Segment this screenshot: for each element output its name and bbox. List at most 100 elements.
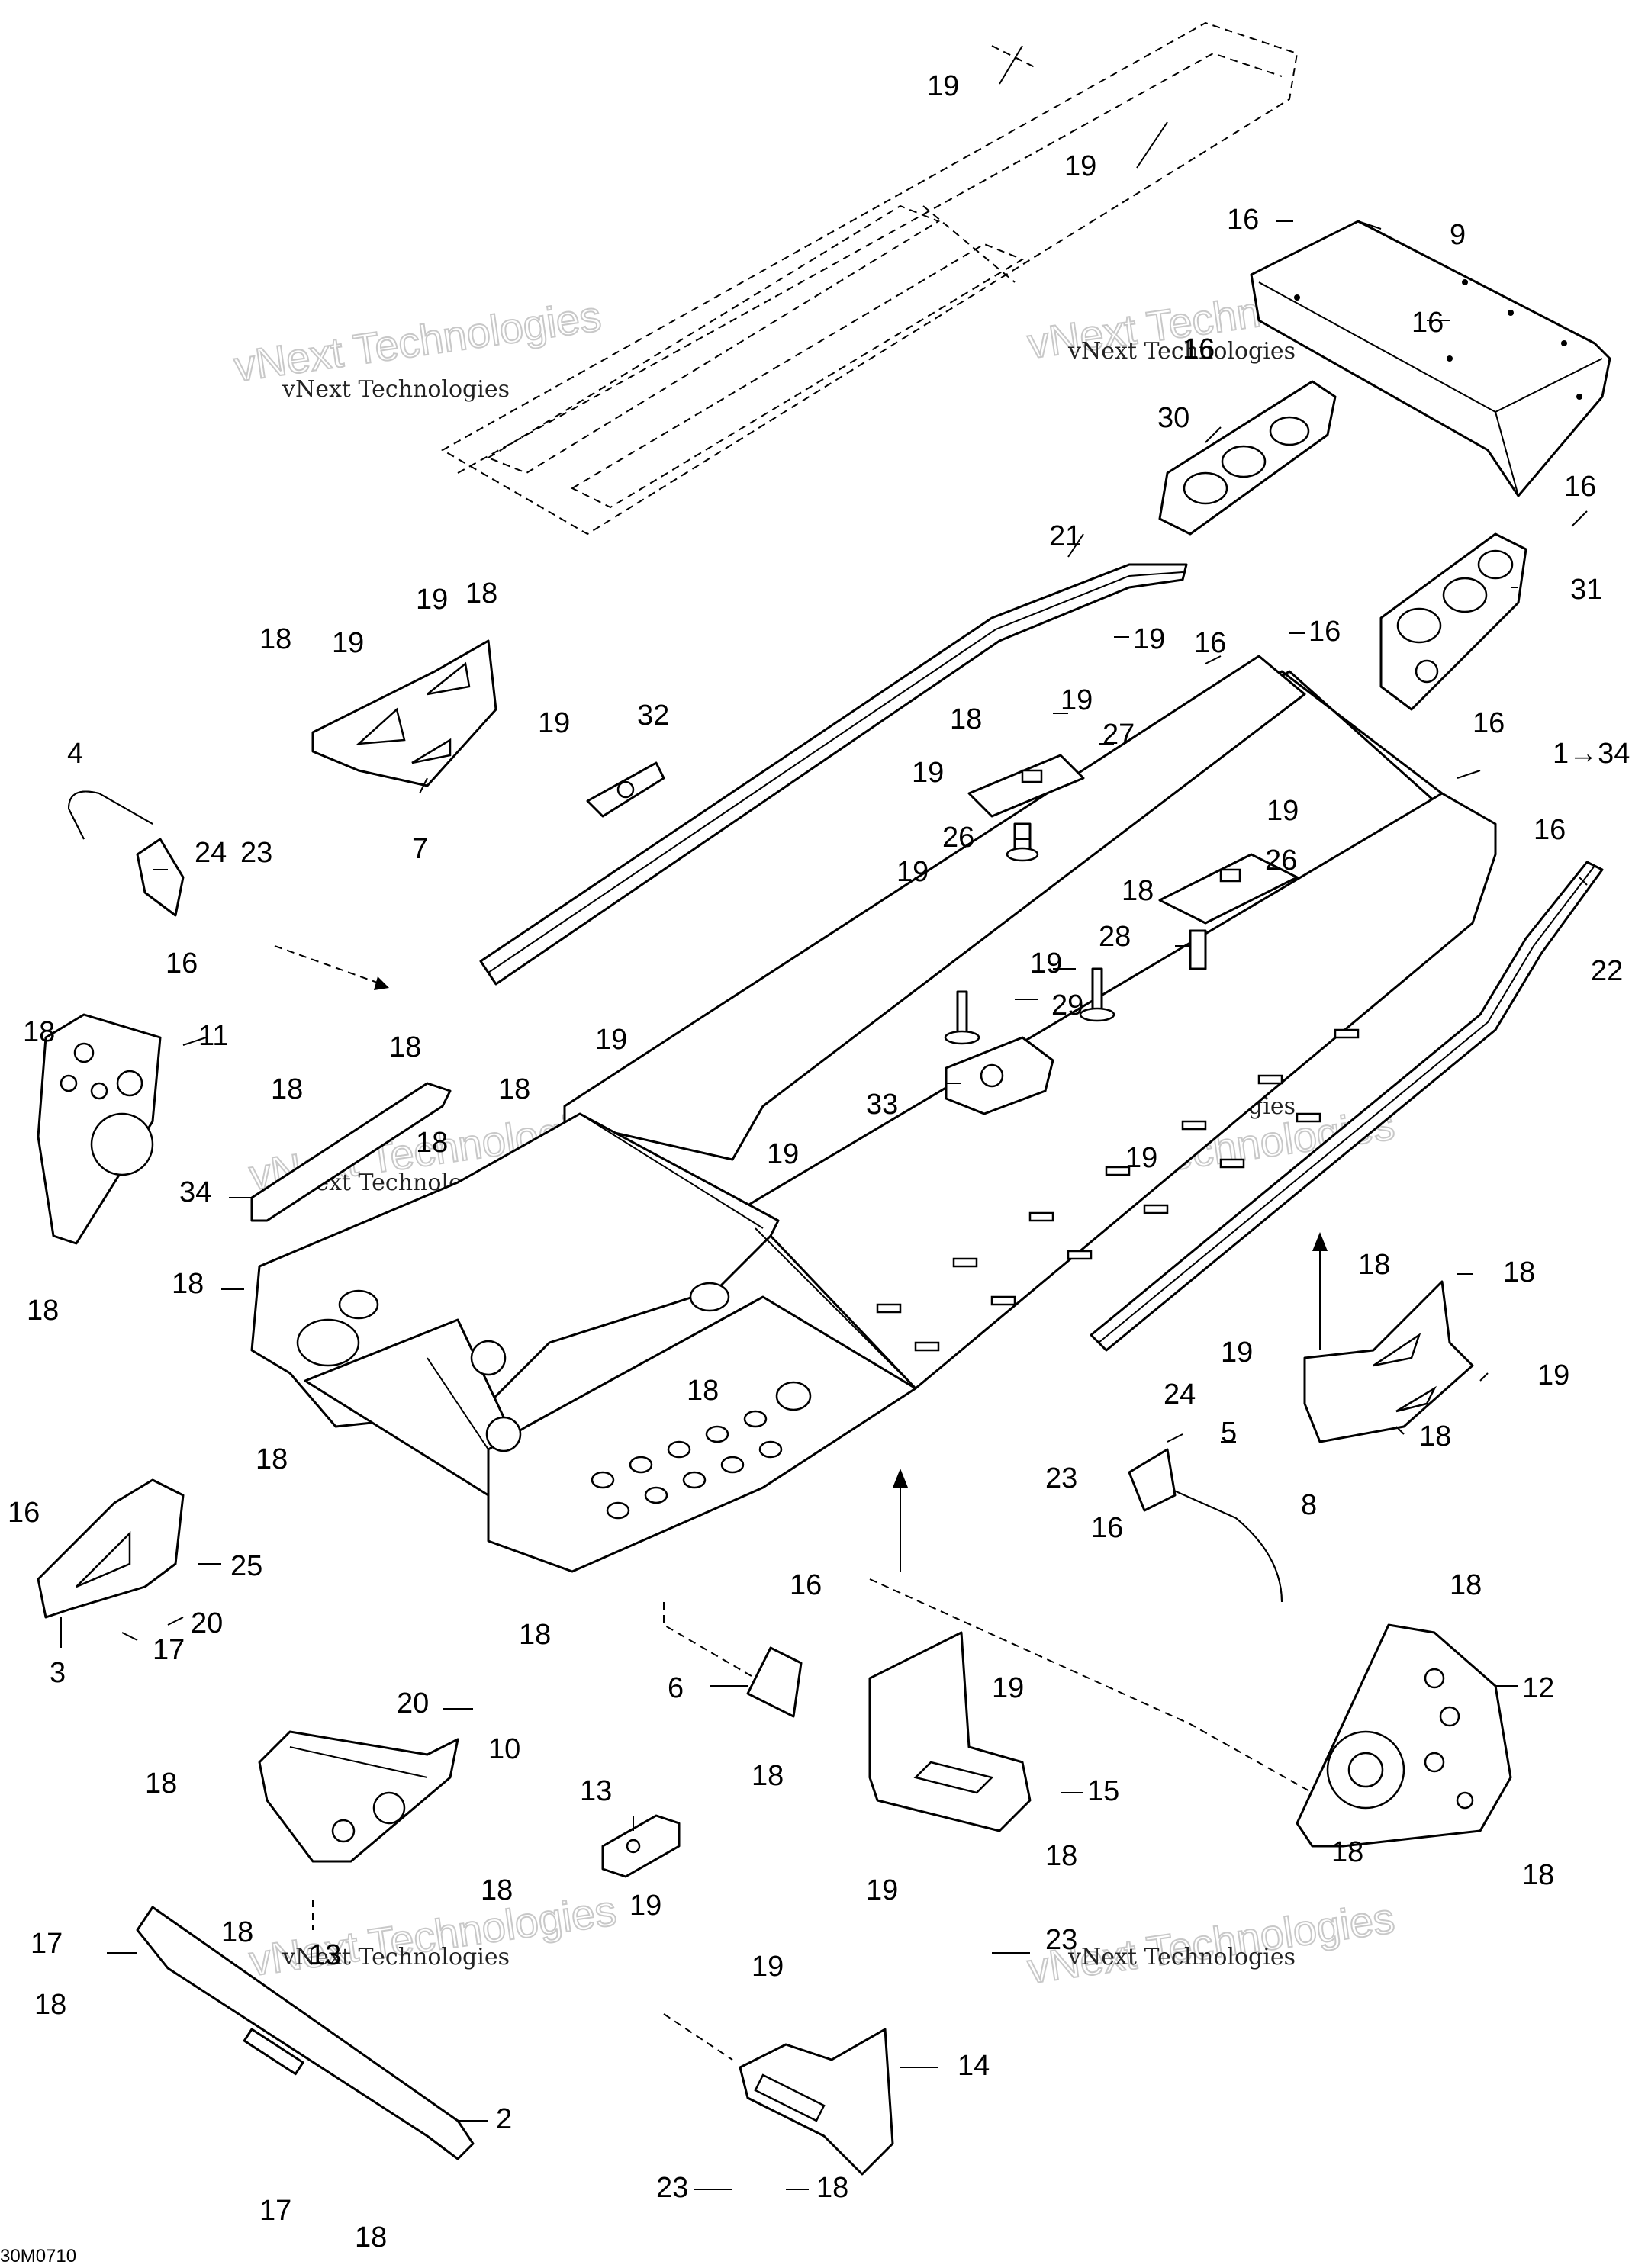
part-13-bracket [601, 1814, 681, 1878]
callout-31: 31 [1570, 574, 1602, 606]
callout-23b: 23 [1045, 1462, 1077, 1494]
callout-19i: 19 [1267, 795, 1299, 827]
callout-18o: 18 [1419, 1420, 1451, 1452]
callout-15: 15 [1087, 1775, 1119, 1807]
watermark-small-2: vNext Technologies [1067, 338, 1296, 365]
callout-6: 6 [668, 1672, 684, 1704]
callout-2: 2 [496, 2103, 512, 2135]
callout-labels: 19 19 16 9 16 16 30 16 31 21 19 16 16 19… [8, 45, 1630, 2254]
part-28-bracket [1158, 853, 1299, 970]
callout-19m: 19 [767, 1138, 799, 1170]
part-10-plate [258, 1730, 459, 1863]
callout-19e: 19 [416, 584, 448, 616]
callout-18k: 18 [172, 1268, 204, 1300]
part-30-plate [1158, 380, 1337, 536]
part-15-bracket [868, 1631, 1032, 1832]
callout-18l: 18 [687, 1375, 719, 1407]
part-22-rail [1090, 861, 1604, 1352]
callout-16c: 16 [1183, 333, 1215, 365]
callout-22: 22 [1591, 955, 1623, 987]
callout-19t: 19 [752, 1951, 784, 1983]
callout-16d: 16 [1564, 471, 1596, 503]
part-2-rail [136, 1906, 475, 2160]
part-3-bracket [37, 1478, 185, 1619]
callout-3: 3 [50, 1657, 66, 1689]
callout-18m: 18 [1358, 1249, 1390, 1281]
callout-28: 28 [1099, 921, 1131, 953]
callout-16j: 16 [1091, 1512, 1123, 1544]
callout-13a: 13 [580, 1775, 612, 1807]
callout-26a: 26 [942, 822, 974, 854]
part-34-rail [250, 1082, 452, 1222]
callout-18b: 18 [465, 577, 497, 610]
callout-18aa: 18 [816, 2172, 848, 2204]
callout-16g: 16 [1473, 707, 1505, 739]
callout-26b: 26 [1265, 844, 1297, 877]
callout-4: 4 [67, 738, 83, 770]
callout-18h: 18 [498, 1073, 530, 1105]
callout-27: 27 [1102, 719, 1135, 751]
callout-18d: 18 [1122, 875, 1154, 907]
callout-16l: 16 [790, 1569, 822, 1601]
callout-9: 9 [1450, 219, 1466, 251]
callout-24b: 24 [1164, 1378, 1196, 1411]
callout-17b: 17 [31, 1928, 63, 1960]
callout-19k: 19 [1030, 947, 1062, 980]
callout-18f: 18 [389, 1031, 421, 1063]
callout-16b: 16 [1412, 307, 1444, 339]
watermark-small-1: vNext Technologies [282, 376, 510, 403]
callout-16e: 16 [1194, 627, 1226, 659]
callout-18u: 18 [481, 1874, 513, 1906]
callout-19l: 19 [595, 1024, 627, 1056]
callout-33: 33 [866, 1089, 898, 1121]
callout-18j: 18 [27, 1295, 59, 1327]
callout-18s: 18 [145, 1768, 177, 1800]
callout-19h: 19 [912, 757, 944, 789]
callout-17c: 17 [259, 2195, 291, 2227]
callout-19a: 19 [927, 70, 959, 102]
callout-11: 11 [198, 1020, 228, 1052]
part-8-bracket [1303, 1280, 1474, 1443]
callout-10: 10 [488, 1733, 520, 1765]
part-11-plate [37, 1013, 162, 1245]
callout-23a: 23 [240, 837, 272, 869]
callout-19o: 19 [1221, 1337, 1253, 1369]
part-7-bracket [311, 639, 497, 787]
part-33-bracket [945, 1036, 1054, 1115]
watermark-small-6: vNext Technologies [1067, 1944, 1296, 1970]
part-5-handle [1128, 1448, 1283, 1603]
part-21-rail [479, 563, 1188, 986]
callout-18w: 18 [1331, 1836, 1363, 1868]
callout-18i: 18 [416, 1127, 448, 1159]
callout-19q: 19 [992, 1672, 1024, 1704]
callout-18z: 18 [355, 2221, 387, 2254]
tunnel-cover-part [440, 21, 1299, 536]
callout-13b: 13 [309, 1939, 341, 1971]
callout-19n: 19 [1125, 1142, 1157, 1174]
callout-19f: 19 [538, 707, 570, 739]
callout-18c: 18 [259, 623, 291, 655]
callout-21: 21 [1049, 520, 1081, 552]
callout-19s: 19 [866, 1874, 898, 1906]
callout-14: 14 [958, 2050, 990, 2082]
callout-19j: 19 [896, 856, 929, 888]
callout-19g: 19 [332, 627, 364, 659]
callout-16k: 16 [8, 1497, 40, 1529]
drawing-code: 30M0710 [0, 2246, 76, 2266]
watermark-small-5: vNext Technologies [282, 1944, 510, 1970]
part-32-bracket [586, 761, 665, 818]
callout-25: 25 [230, 1550, 262, 1582]
callout-1-34: 1→34 [1553, 738, 1630, 770]
callout-19b: 19 [1064, 150, 1096, 182]
callout-18e: 18 [23, 1016, 55, 1048]
callout-19d: 19 [1061, 684, 1093, 716]
callout-16f: 16 [1308, 616, 1341, 648]
callout-16i: 16 [1534, 814, 1566, 846]
part-14-bracket [739, 2028, 894, 2176]
callout-34: 34 [179, 1176, 211, 1208]
callout-18p: 18 [519, 1619, 551, 1651]
part-4-handle [67, 790, 185, 917]
part-9-housing [1250, 220, 1611, 497]
callout-23c: 23 [1045, 1924, 1077, 1956]
part-1-tunnel-frame [250, 655, 1497, 1573]
